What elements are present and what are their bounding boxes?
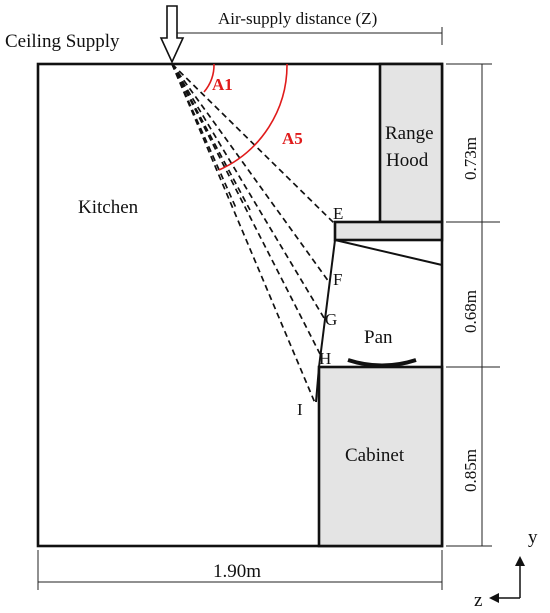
ray-to-i <box>171 63 316 404</box>
angle-a1-arc <box>203 63 215 93</box>
cabinet-front-extension <box>315 366 320 403</box>
cabinet <box>317 365 444 548</box>
kitchen-room-outline <box>36 62 444 548</box>
range-hood <box>378 62 444 224</box>
pan-icon <box>347 358 417 368</box>
dim-cabinet-height: 0.85m <box>461 449 480 492</box>
dim-hood-height: 0.73m <box>461 137 480 180</box>
ray-to-e <box>171 63 335 224</box>
cabinet-label: Cabinet <box>345 445 405 466</box>
ray-to-f <box>171 63 330 283</box>
ray-mid-1 <box>171 63 251 211</box>
hood-deflector-line <box>334 239 443 266</box>
dim-width: 1.90m <box>213 561 261 582</box>
range-hood-label-line1: Range <box>385 123 434 144</box>
angle-a5-arc <box>218 63 288 171</box>
ceiling-supply-label: Ceiling Supply <box>5 31 120 52</box>
dim-gap-height: 0.68m <box>461 290 480 333</box>
point-label-i: I <box>297 400 303 419</box>
range-hood-label-line2: Hood <box>386 150 429 171</box>
pan-label: Pan <box>364 327 393 348</box>
axes-icon <box>489 556 525 603</box>
point-label-f: F <box>333 270 342 289</box>
hood-plate <box>333 220 444 242</box>
kitchen-label: Kitchen <box>78 197 139 218</box>
bottom-dimension-lines <box>37 550 443 590</box>
angle-a5-label: A5 <box>282 129 303 148</box>
ceiling-supply-arrow-icon <box>159 5 185 64</box>
air-supply-distance-label: Air-supply distance (Z) <box>218 9 377 28</box>
point-label-g: G <box>325 310 337 329</box>
ray-to-h <box>171 63 321 355</box>
right-dimension-lines <box>446 63 500 547</box>
angle-a1-label: A1 <box>212 75 233 94</box>
hood-to-cabinet-edge <box>318 239 336 368</box>
axis-y-label: y <box>528 527 538 548</box>
point-label-e: E <box>333 204 343 223</box>
point-label-h: H <box>319 349 331 368</box>
ray-mid-2 <box>171 63 237 209</box>
air-supply-rays <box>171 63 335 404</box>
axis-z-label: z <box>474 590 482 611</box>
